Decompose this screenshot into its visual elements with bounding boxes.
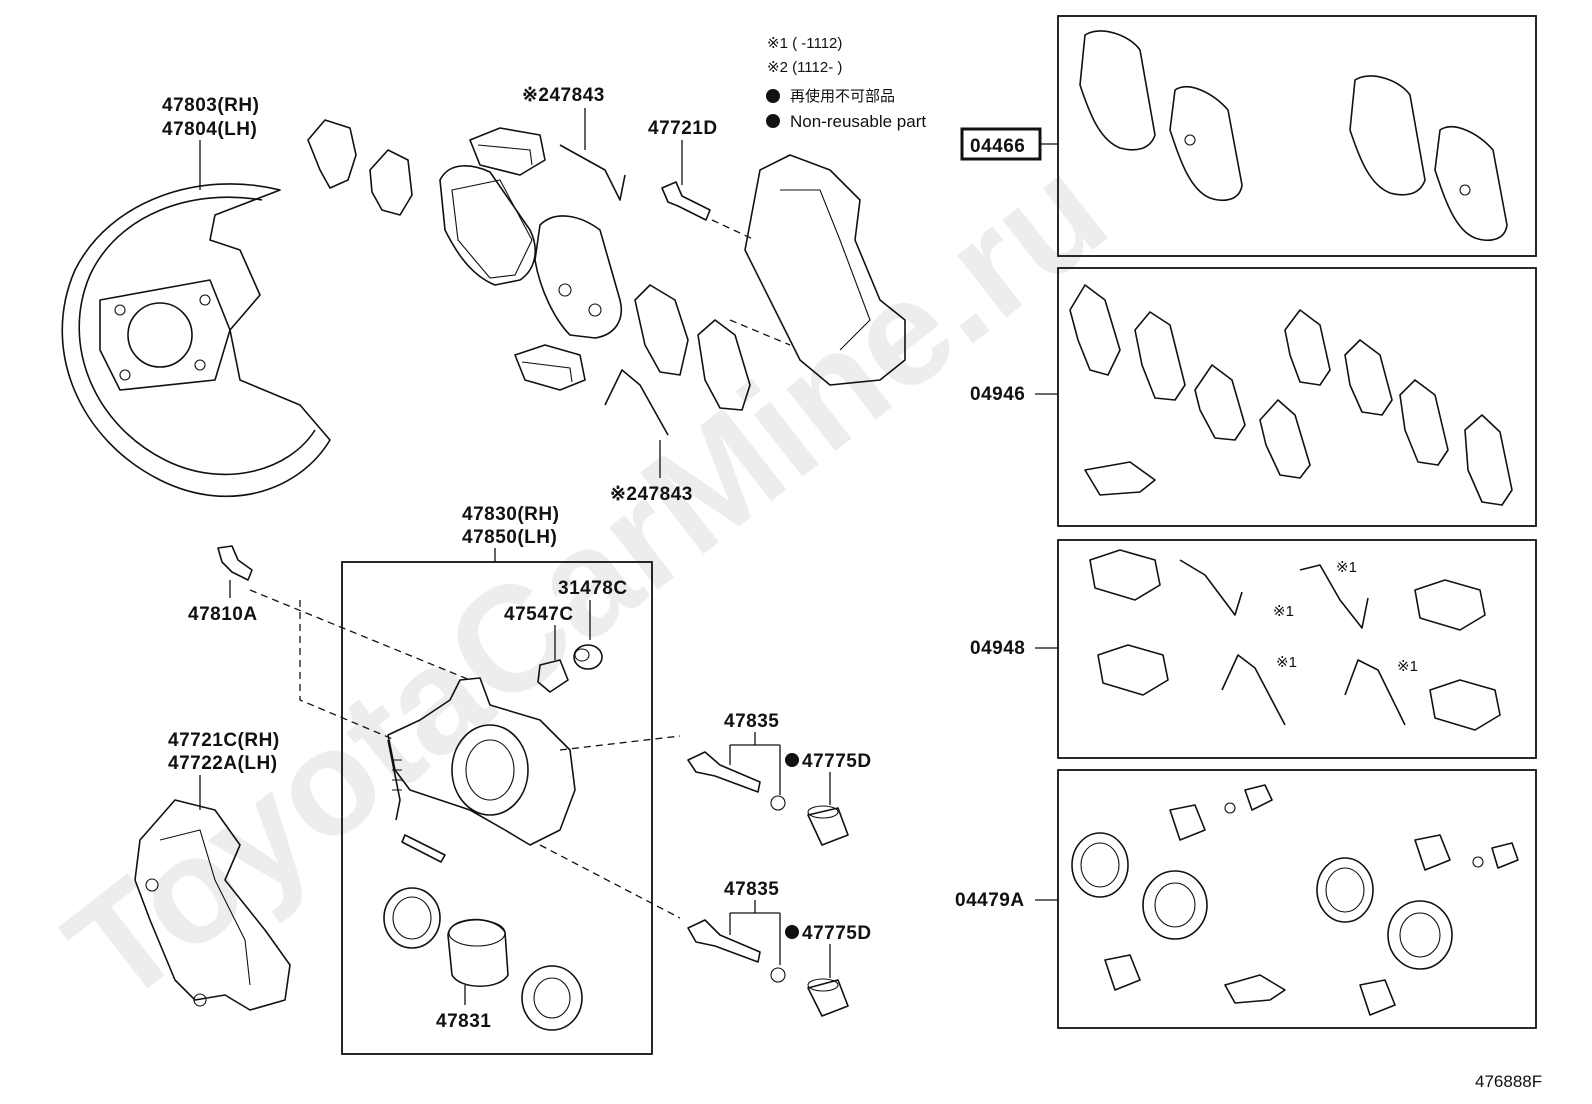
- part-47775D-a[interactable]: 47775D: [785, 751, 872, 846]
- label-47831[interactable]: 47831: [436, 1011, 491, 1032]
- note-2: ※2 (1112- ): [767, 59, 842, 76]
- label-47835-a[interactable]: 47835: [724, 711, 779, 732]
- bolt-icon: [661, 181, 711, 221]
- label-47721C[interactable]: 47721C(RH): [168, 730, 280, 751]
- label-04479A[interactable]: 04479A: [955, 890, 1025, 911]
- brake-pad-top-1: [439, 165, 536, 286]
- part-47843-top[interactable]: ※247843: [522, 85, 626, 201]
- part-47810A[interactable]: 47810A: [188, 545, 258, 625]
- brake-pad-icon: [1079, 30, 1508, 241]
- label-47850[interactable]: 47850(LH): [462, 527, 557, 548]
- pad-clip-top: [469, 127, 546, 176]
- nonreusable-bullet-icon: [785, 753, 799, 767]
- slide-pin-icon: [687, 919, 761, 963]
- label-47810A[interactable]: 47810A: [188, 604, 258, 625]
- kit-04479A-frame: [1057, 769, 1537, 1029]
- dust-shield-icon: [61, 183, 331, 498]
- caliper-group-frame: [341, 561, 653, 1055]
- anti-squeal-spring-icon: [559, 144, 626, 201]
- mounting-bracket-icon: [134, 799, 291, 1011]
- bleeder-plug-icon: [537, 659, 569, 693]
- label-47547C[interactable]: 47547C: [504, 604, 574, 625]
- mark-1b: ※1: [1336, 559, 1357, 576]
- cap-icon: [573, 644, 603, 670]
- piston-seal-ring-icon: [383, 887, 441, 949]
- label-04466[interactable]: 04466: [970, 136, 1025, 157]
- kit-04466[interactable]: 04466: [960, 15, 1537, 257]
- label-04948[interactable]: 04948: [970, 638, 1025, 659]
- legend-notes: ※1 ( -1112) ※2 (1112- ) 再使用不可部品 Non-reus…: [766, 35, 926, 131]
- bleeder-screw-icon: [217, 545, 253, 581]
- shim-set-icon: [1069, 284, 1513, 506]
- nonreusable-bullet-icon: [766, 114, 780, 128]
- shim-pair-mid: [634, 284, 751, 411]
- part-47775D-b[interactable]: 47775D: [785, 923, 872, 1017]
- part-47721C-bracket[interactable]: 47721C(RH) 47722A(LH): [134, 730, 291, 1011]
- label-47843-bottom[interactable]: ※247843: [610, 484, 693, 505]
- kit-04466-frame: [1057, 15, 1537, 257]
- part-47831[interactable]: 47831: [436, 918, 509, 1032]
- nonreusable-bullet-icon: [766, 89, 780, 103]
- caliper-bracket-top: [711, 154, 906, 386]
- pad-clip-bottom: [514, 344, 586, 391]
- label-47721D[interactable]: 47721D: [648, 118, 718, 139]
- kit-04479A[interactable]: 04479A: [955, 769, 1537, 1029]
- brake-pad-top-2: [534, 215, 622, 339]
- part-31478C[interactable]: 31478C: [558, 578, 628, 670]
- kit-04948[interactable]: 04948 ※1 ※1 ※1 ※1: [970, 539, 1537, 759]
- mark-1d: ※1: [1397, 658, 1418, 675]
- kit-04946-frame: [1057, 267, 1537, 527]
- kit-04946[interactable]: 04946: [970, 267, 1537, 527]
- mark-1c: ※1: [1276, 654, 1297, 671]
- shim-pair-top-left: [307, 119, 413, 216]
- label-47804[interactable]: 47804(LH): [162, 119, 257, 140]
- ring-icon: [770, 795, 786, 811]
- nonreusable-label-en: Non-reusable part: [790, 112, 926, 131]
- diagram-code: 476888F: [1475, 1072, 1542, 1091]
- label-47722A[interactable]: 47722A(LH): [168, 753, 278, 774]
- label-31478C[interactable]: 31478C: [558, 578, 628, 599]
- label-04946[interactable]: 04946: [970, 384, 1025, 405]
- label-47775D-a[interactable]: 47775D: [802, 751, 872, 772]
- nonreusable-label-jp: 再使用不可部品: [790, 88, 895, 105]
- seal-kit-icon: [1071, 784, 1519, 1016]
- part-47830-caliper[interactable]: 47830(RH) 47850(LH): [249, 504, 681, 1055]
- part-47835-b[interactable]: 47835: [687, 879, 786, 983]
- part-47547C[interactable]: 47547C: [504, 604, 574, 693]
- slide-pin-icon: [687, 751, 761, 793]
- label-47830[interactable]: 47830(RH): [462, 504, 559, 525]
- label-47803[interactable]: 47803(RH): [162, 95, 259, 116]
- boot-icon: [807, 978, 849, 1017]
- part-47803-dust-shield[interactable]: 47803(RH) 47804(LH): [61, 95, 331, 498]
- part-47835-a[interactable]: 47835: [687, 711, 786, 811]
- note-1: ※1 ( -1112): [767, 35, 842, 52]
- nonreusable-bullet-icon: [785, 925, 799, 939]
- clip-spring-set-icon: [1089, 549, 1501, 731]
- anti-squeal-spring-icon: [604, 369, 669, 436]
- piston-boot-icon: [521, 965, 583, 1031]
- part-47721D[interactable]: 47721D: [648, 118, 718, 221]
- label-47843-top[interactable]: ※247843: [522, 85, 605, 106]
- label-47775D-b[interactable]: 47775D: [802, 923, 872, 944]
- label-47835-b[interactable]: 47835: [724, 879, 779, 900]
- caliper-body-icon: [387, 677, 576, 863]
- ring-icon: [770, 967, 786, 983]
- kit-04948-frame: [1057, 539, 1537, 759]
- mark-1a: ※1: [1273, 603, 1294, 620]
- part-47843-bottom[interactable]: ※247843: [604, 369, 693, 505]
- boot-icon: [807, 805, 849, 846]
- piston-icon: [447, 918, 509, 987]
